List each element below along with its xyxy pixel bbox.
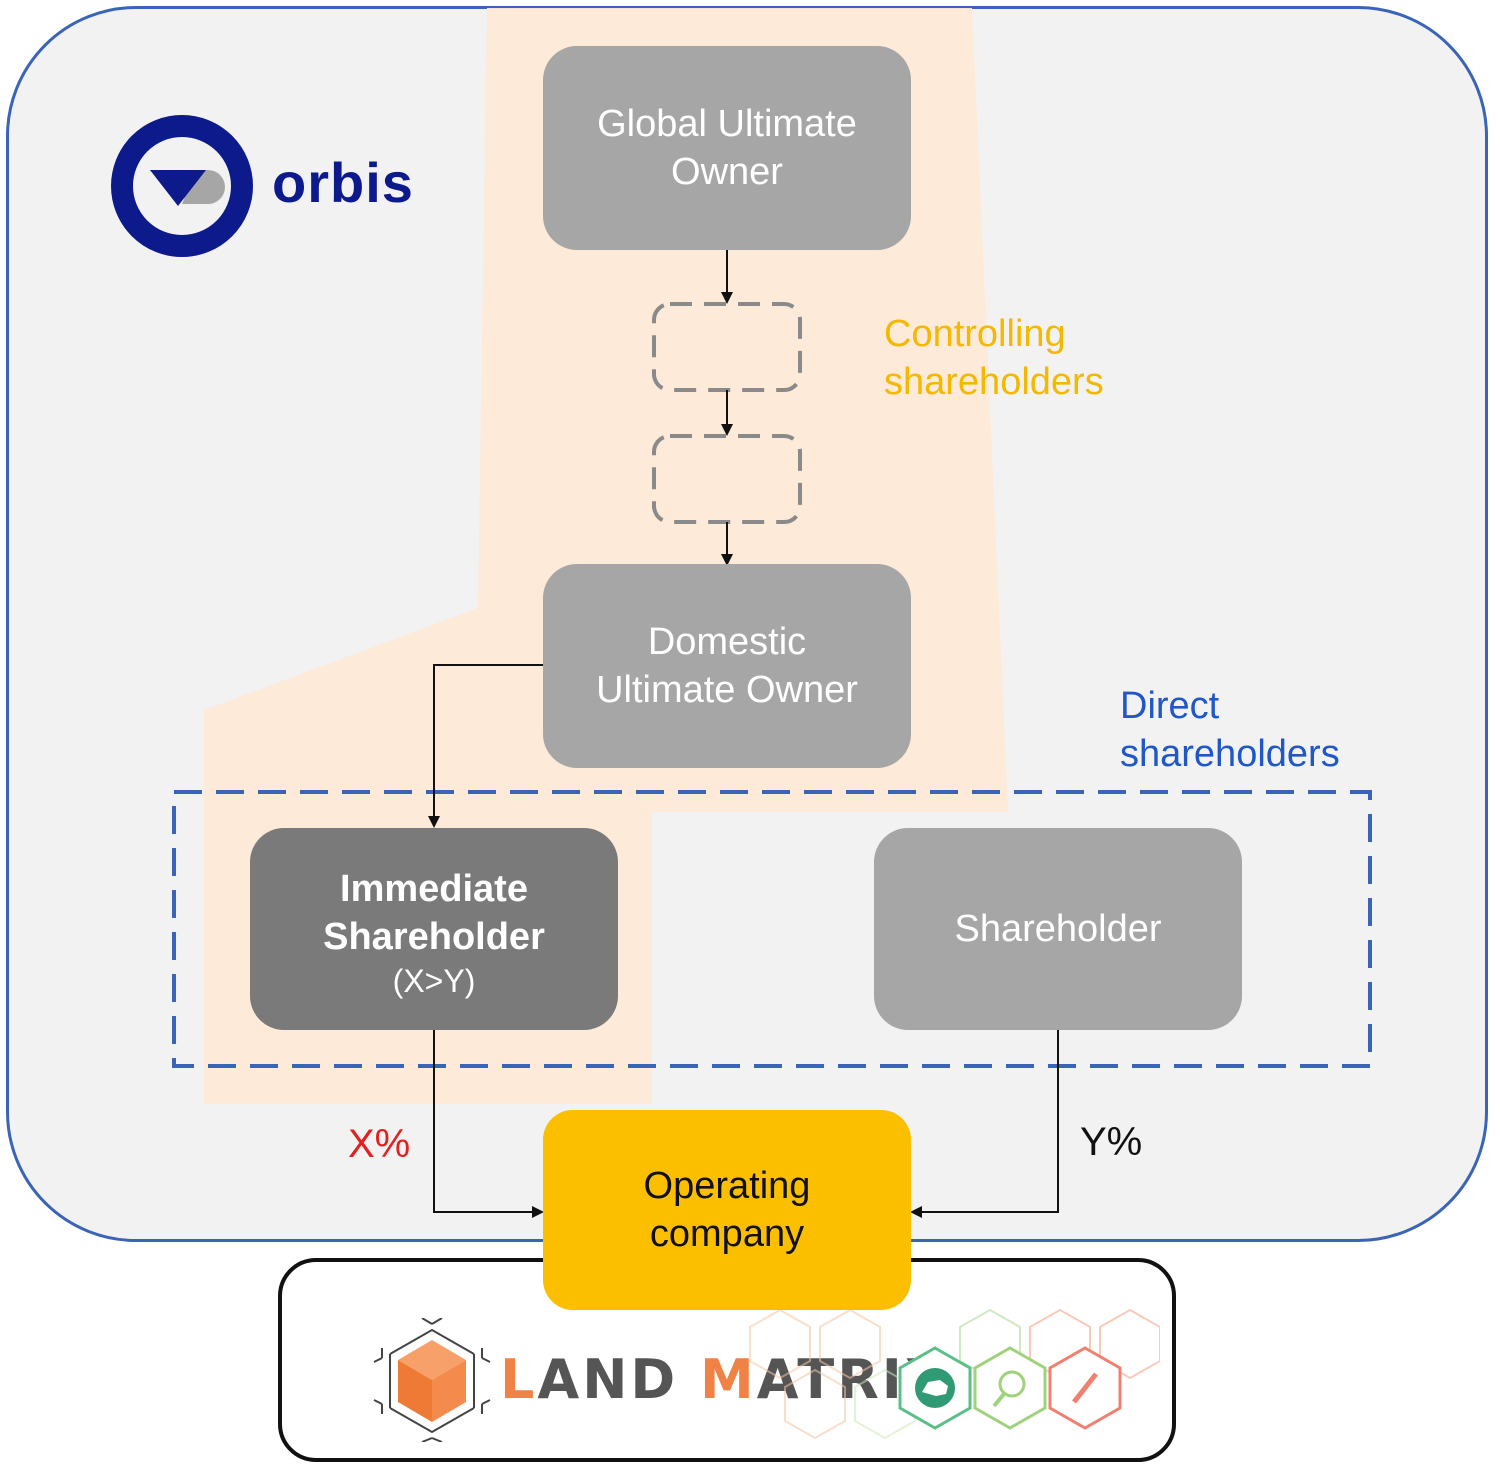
- node-label-line: Ultimate Owner: [596, 669, 858, 711]
- land-matrix-cube-icon: [373, 1318, 491, 1442]
- node-label-line: Owner: [671, 151, 783, 193]
- label-line: Direct: [1120, 685, 1220, 727]
- node-label-line: Global Ultimate: [597, 103, 857, 145]
- direct-shareholders-frame: [172, 790, 1372, 1068]
- orbis-logo-icon: [111, 115, 253, 257]
- x-percent-label: X%: [348, 1122, 411, 1166]
- shareholder-node: Shareholder: [874, 828, 1242, 1030]
- immediate-condition: (X>Y): [392, 963, 476, 999]
- label-line: shareholders: [884, 361, 1104, 403]
- node-label-line: company: [649, 1213, 805, 1255]
- land-matrix-letter-m: M: [700, 1348, 757, 1411]
- node-label-line: Immediate: [340, 868, 528, 910]
- land-matrix-word-part1: AND: [537, 1348, 701, 1411]
- hexagon-pattern: [749, 1308, 1160, 1440]
- y-percent-label: Y%: [1080, 1120, 1143, 1164]
- operating-company-node-overlay: Operating company: [543, 1110, 911, 1310]
- arrow-immediate-to-operating: [433, 1030, 544, 1218]
- label-line: Controlling: [884, 313, 1066, 355]
- immediate-shareholder-node: Immediate Shareholder (X>Y): [250, 828, 618, 1030]
- label-line: shareholders: [1120, 733, 1340, 775]
- orbis-brand-name: orbis: [272, 151, 414, 214]
- node-label-line: Domestic: [647, 621, 807, 663]
- search-hex-icon: [973, 1346, 1047, 1430]
- node-label-line: Shareholder: [323, 916, 545, 958]
- domestic-ultimate-owner-node: Domestic Ultimate Owner: [543, 564, 911, 768]
- arrow-shareholder-to-operating: [910, 1030, 1059, 1218]
- global-ultimate-owner-node: Global Ultimate Owner: [543, 46, 911, 250]
- controlling-shareholders-label: Controlling shareholders: [884, 310, 1104, 406]
- node-label-line: Operating: [643, 1165, 811, 1207]
- arrow-duo-to-immediate: [428, 664, 544, 828]
- direct-shareholders-label: Direct shareholders: [1120, 682, 1340, 778]
- land-matrix-letter-l: L: [500, 1348, 538, 1411]
- node-label-line: Shareholder: [954, 908, 1162, 950]
